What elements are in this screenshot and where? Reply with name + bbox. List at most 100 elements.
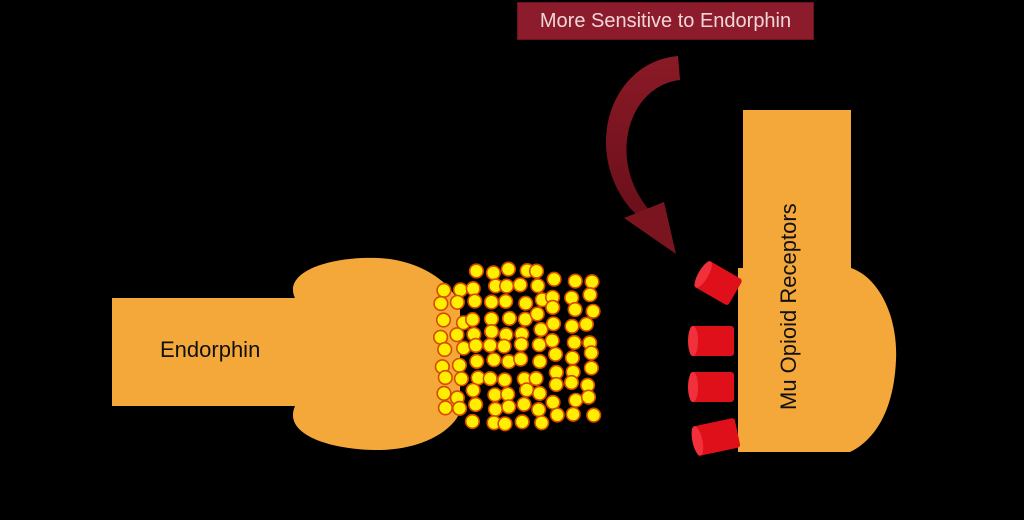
endorphin-vesicle bbox=[583, 360, 600, 376]
endorphin-vesicle bbox=[532, 353, 548, 370]
endorphin-vesicle bbox=[564, 350, 581, 366]
endorphin-vesicle bbox=[549, 407, 565, 423]
endorphin-vesicle bbox=[496, 338, 512, 354]
endorphin-vesicle bbox=[501, 310, 518, 327]
endorphin-vesicle bbox=[452, 282, 469, 298]
mu-receptor bbox=[694, 261, 742, 305]
endorphin-vesicle bbox=[465, 312, 481, 328]
receptor-body bbox=[691, 418, 741, 456]
endorphin-vesicle bbox=[451, 357, 468, 373]
receptor-body bbox=[690, 326, 734, 356]
receptor-cap bbox=[688, 372, 698, 402]
endorphin-vesicle bbox=[548, 376, 564, 393]
endorphin-vesicle bbox=[512, 277, 528, 293]
endorphin-vesicle bbox=[453, 371, 470, 387]
endorphin-vesicle bbox=[580, 389, 597, 405]
endorphin-vesicle bbox=[545, 299, 561, 316]
endorphin-vesicle bbox=[436, 282, 452, 299]
endorphin-vesicle bbox=[468, 263, 485, 279]
endorphin-vesicle bbox=[500, 386, 516, 402]
endorphin-vesicle bbox=[487, 387, 503, 403]
vesicle-cluster bbox=[433, 261, 602, 432]
endorphin-vesicle bbox=[530, 278, 546, 294]
receptor-group bbox=[688, 261, 742, 456]
endorphin-vesicle bbox=[547, 346, 564, 362]
mu-receptor bbox=[688, 326, 734, 356]
endorphin-vesicle bbox=[437, 400, 454, 416]
endorphin-vesicle bbox=[544, 333, 560, 349]
endorphin-vesicle bbox=[563, 374, 580, 391]
endorphin-vesicle bbox=[518, 295, 534, 311]
endorphin-vesicle bbox=[485, 265, 502, 281]
endorphin-vesicle bbox=[437, 341, 453, 358]
endorphin-vesicle bbox=[586, 407, 602, 423]
endorphin-vesicle bbox=[498, 293, 514, 310]
endorphin-vesicle bbox=[534, 415, 550, 431]
endorphin-vesicle bbox=[529, 306, 545, 322]
endorphin-vesicle bbox=[583, 345, 599, 361]
endorphin-vesicle bbox=[484, 324, 500, 340]
endorphin-vesicle bbox=[469, 353, 485, 370]
endorphin-vesicle bbox=[482, 371, 498, 387]
endorphin-vesicle bbox=[452, 400, 468, 417]
endorphin-vesicle bbox=[456, 340, 472, 356]
endorphin-vesicle bbox=[497, 416, 513, 432]
axon-body bbox=[112, 298, 307, 406]
endorphin-vesicle bbox=[513, 351, 529, 367]
endorphin-vesicle bbox=[513, 336, 529, 352]
endorphin-vesicle bbox=[578, 316, 595, 332]
endorphin-vesicle bbox=[486, 352, 502, 368]
mu-receptor bbox=[688, 372, 734, 402]
endorphin-vesicle bbox=[531, 337, 547, 353]
endorphin-vesicle bbox=[465, 281, 481, 297]
endorphin-vesicle bbox=[564, 318, 580, 334]
axon-terminal-bulb bbox=[292, 257, 460, 450]
endorphin-vesicle bbox=[433, 295, 449, 312]
endorphin-vesicle bbox=[487, 401, 504, 417]
presynaptic-neuron: Endorphin bbox=[112, 257, 460, 450]
endorphin-vesicle bbox=[467, 293, 483, 309]
endorphin-vesicle bbox=[500, 261, 517, 277]
endorphin-vesicle bbox=[533, 321, 549, 338]
endorphin-vesicle bbox=[437, 369, 453, 386]
endorphin-vesicle bbox=[465, 382, 481, 398]
endorphin-vesicle bbox=[436, 385, 452, 402]
endorphin-vesicle bbox=[545, 394, 561, 411]
endorphin-vesicle bbox=[584, 274, 600, 290]
endorphin-vesicle bbox=[567, 301, 583, 318]
endorphin-vesicle bbox=[468, 396, 484, 413]
endorphin-vesicle bbox=[516, 396, 532, 412]
presynaptic-label: Endorphin bbox=[160, 337, 260, 362]
receptor-cap bbox=[694, 261, 712, 288]
arrow-shaft bbox=[605, 56, 680, 218]
endorphin-vesicle bbox=[449, 327, 465, 343]
endorphin-vesicle bbox=[582, 287, 598, 303]
endorphin-vesicle bbox=[567, 273, 583, 289]
receptor-cap bbox=[688, 326, 698, 356]
endorphin-vesicle bbox=[464, 413, 481, 430]
endorphin-vesicle bbox=[468, 337, 484, 354]
endorphin-vesicle bbox=[531, 402, 547, 418]
mu-receptor bbox=[691, 418, 741, 456]
endorphin-vesicle bbox=[565, 406, 581, 422]
endorphin-vesicle bbox=[483, 311, 500, 327]
endorphin-vesicle bbox=[497, 372, 513, 388]
curved-arrow bbox=[605, 56, 680, 254]
postsynaptic-neuron: Mu Opioid Receptors bbox=[738, 110, 897, 452]
endorphin-vesicle bbox=[449, 294, 466, 310]
postsynaptic-label: Mu Opioid Receptors bbox=[776, 203, 801, 410]
endorphin-vesicle bbox=[545, 316, 562, 332]
endorphin-vesicle bbox=[499, 278, 515, 294]
callout-text: More Sensitive to Endorphin bbox=[539, 9, 792, 32]
endorphin-vesicle bbox=[528, 263, 545, 279]
endorphin-vesicle bbox=[519, 382, 535, 398]
endorphin-vesicle bbox=[585, 303, 601, 319]
endorphin-vesicle bbox=[568, 392, 584, 408]
endorphin-vesicle bbox=[531, 385, 548, 402]
receptor-body bbox=[690, 372, 734, 402]
endorphin-vesicle bbox=[546, 271, 562, 287]
endorphin-vesicle bbox=[566, 334, 582, 351]
endorphin-vesicle bbox=[501, 399, 517, 415]
